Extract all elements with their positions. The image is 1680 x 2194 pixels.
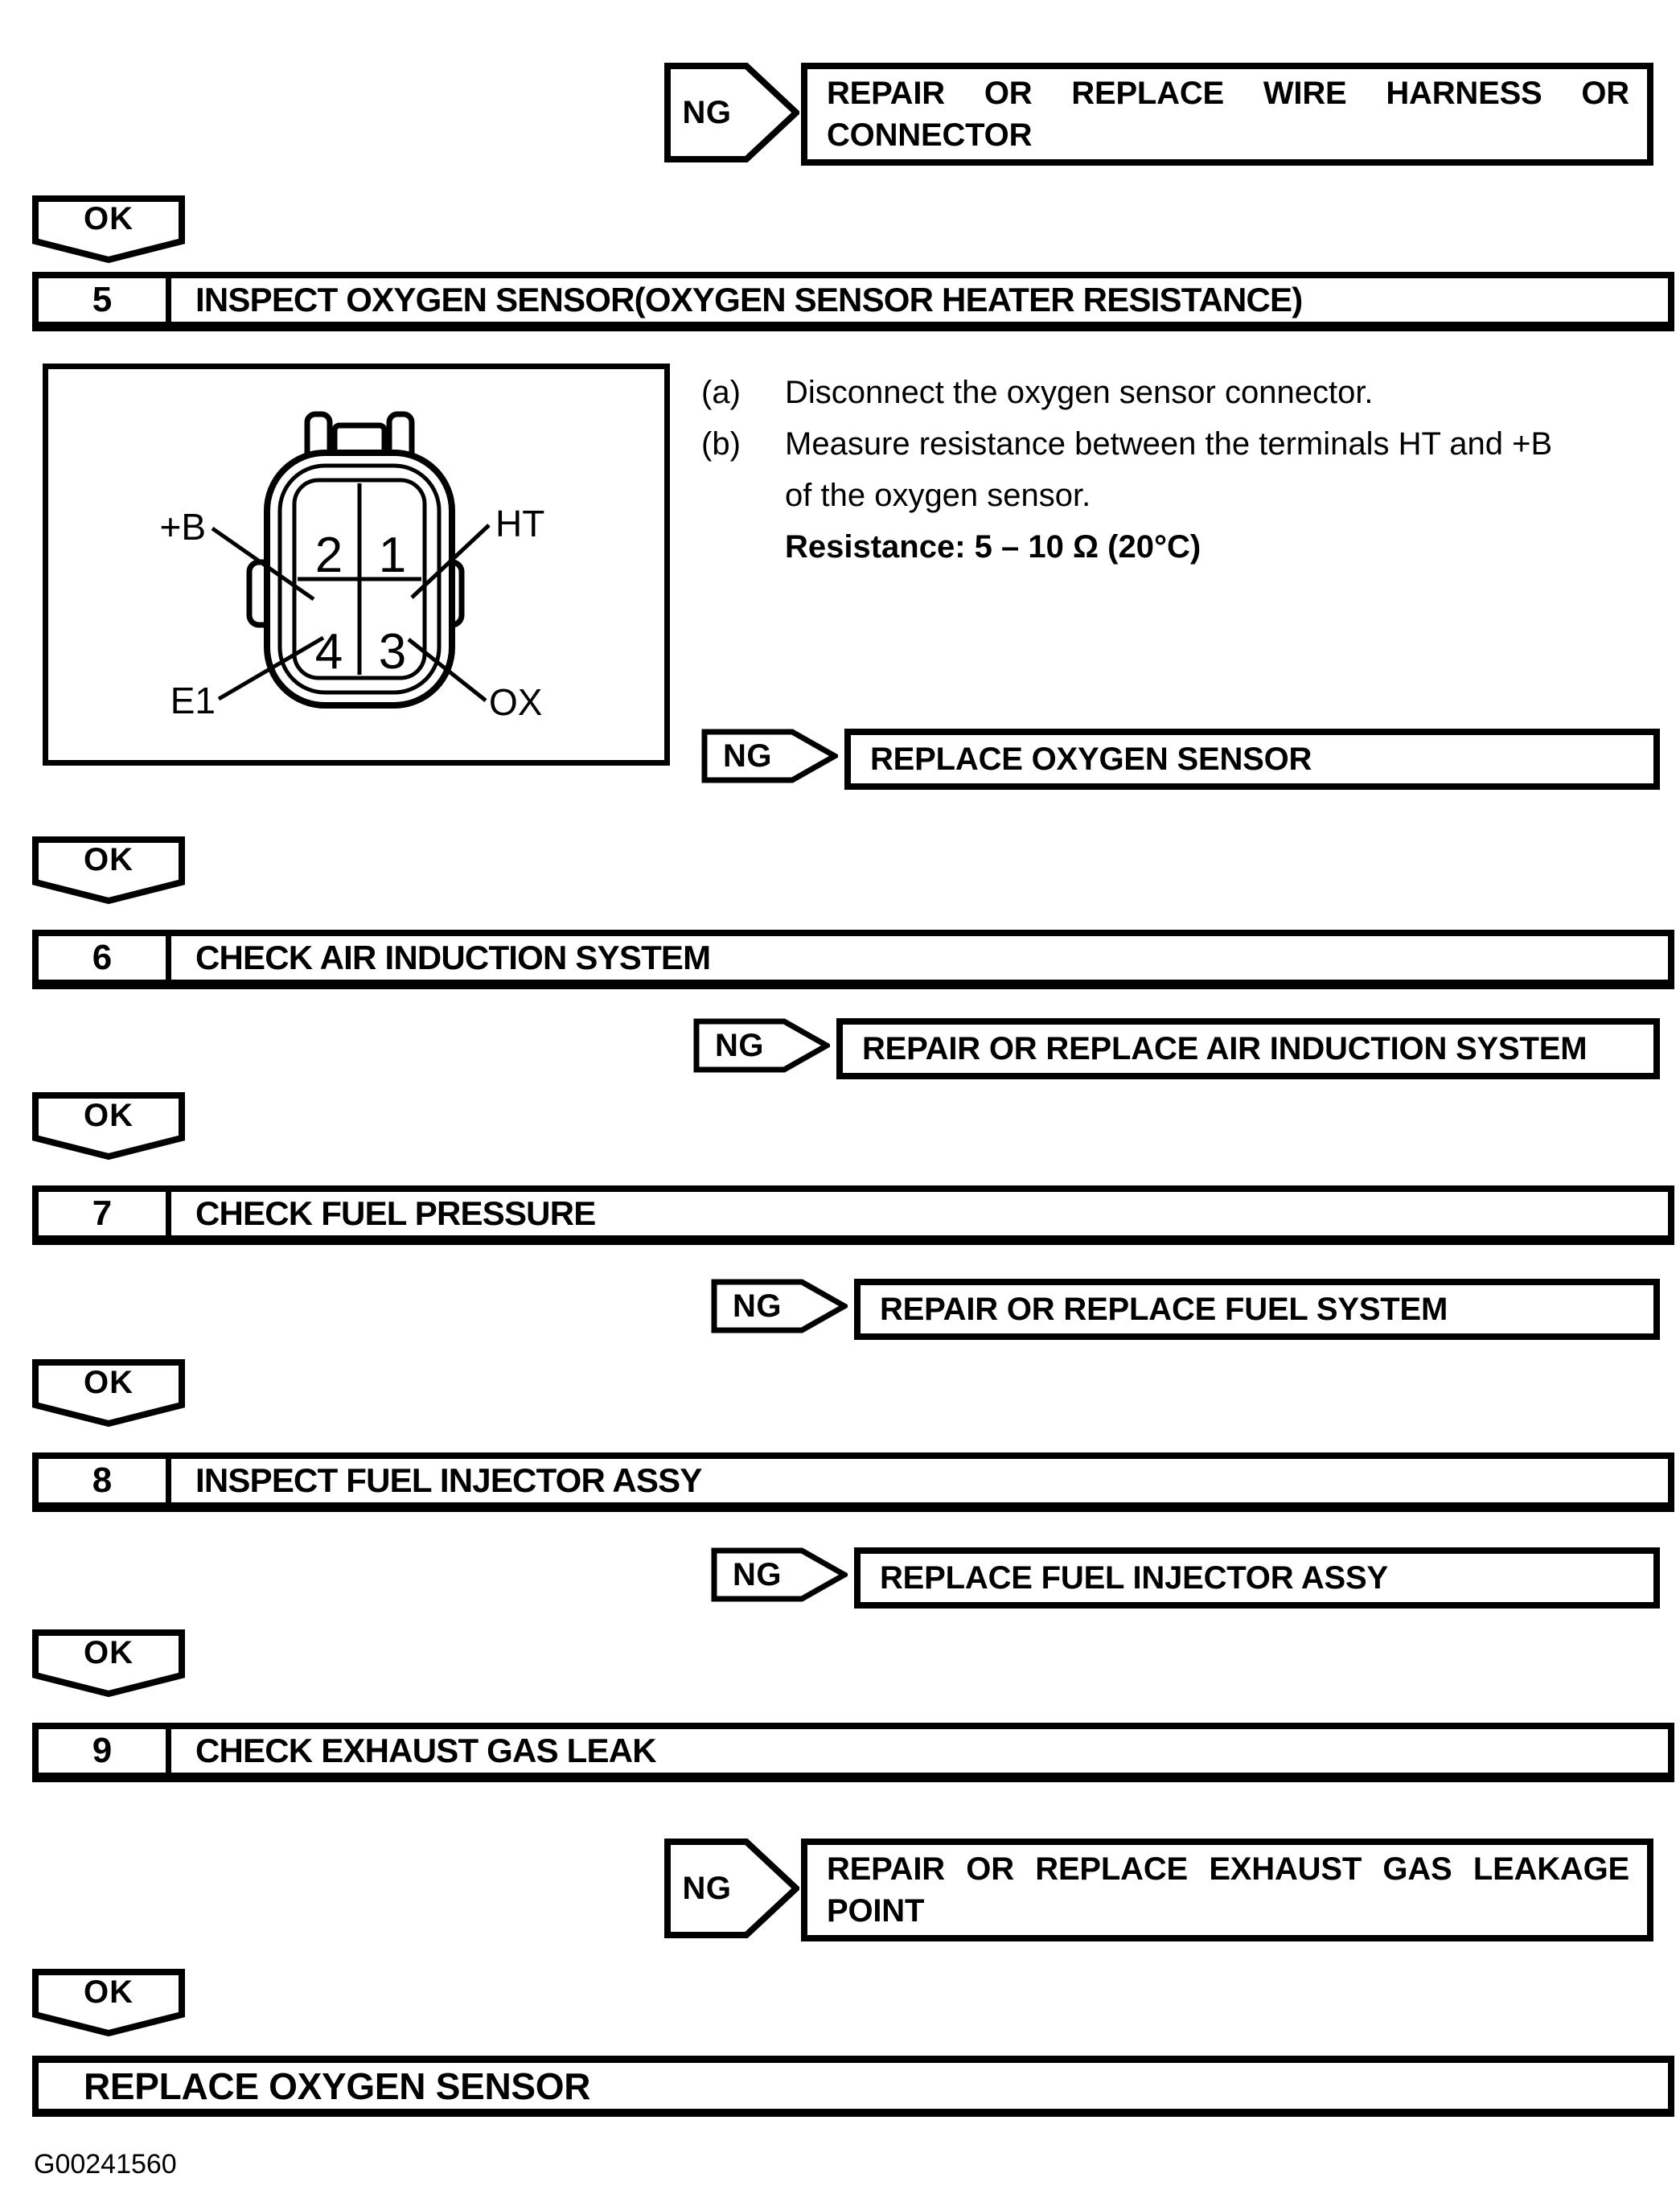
ng-result-box: REPAIR OR REPLACE FUEL SYSTEM — [854, 1279, 1660, 1340]
leader-line-ht — [410, 524, 491, 599]
ng-branch-oxygen-sensor: NG REPLACE OXYGEN SENSOR — [701, 729, 1660, 790]
instruction-label: (a) — [701, 375, 741, 410]
step-header-8: 8 INSPECT FUEL INJECTOR ASSY — [32, 1452, 1674, 1512]
ng-result-line: REPLACE OXYGEN SENSOR — [870, 742, 1312, 777]
instruction-text: Disconnect the oxygen sensor connector. — [785, 375, 1374, 410]
ng-pentagon-icon — [711, 1279, 848, 1333]
ok-banner-icon — [32, 195, 185, 263]
step-number: 7 — [39, 1192, 171, 1235]
ng-result-line: REPAIR OR REPLACE WIRE HARNESS OR — [827, 76, 1629, 111]
ng-label: NG — [682, 94, 732, 130]
leader-line-plus-b — [211, 526, 315, 602]
step-header-7: 7 CHECK FUEL PRESSURE — [32, 1185, 1674, 1245]
pin-number-4: 4 — [315, 624, 343, 680]
ng-label: NG — [733, 1288, 782, 1324]
ng-label: NG — [733, 1556, 782, 1592]
step-title: CHECK FUEL PRESSURE — [195, 1194, 596, 1232]
step-title: CHECK AIR INDUCTION SYSTEM — [195, 939, 711, 976]
ng-result-box: REPAIR OR REPLACE EXHAUST GAS LEAKAGE PO… — [801, 1839, 1653, 1941]
step-title: INSPECT OXYGEN SENSOR(OXYGEN SENSOR HEAT… — [195, 281, 1303, 318]
ok-banner-icon — [32, 1092, 185, 1160]
ng-result-box: REPLACE OXYGEN SENSOR — [844, 729, 1660, 790]
instruction-a: (a) Disconnect the oxygen sensor connect… — [701, 367, 1658, 418]
ok-banner-icon — [32, 836, 185, 904]
ng-label: NG — [723, 737, 772, 774]
terminal-label-e1: E1 — [170, 680, 216, 721]
terminal-label-ht: HT — [495, 503, 544, 544]
ng-branch-exhaust-leak: NG REPAIR OR REPLACE EXHAUST GAS LEAKAGE… — [664, 1839, 1653, 1941]
ng-result-line: REPAIR OR REPLACE AIR INDUCTION SYSTEM — [862, 1031, 1588, 1066]
ng-branch-wire-harness: NG REPAIR OR REPLACE WIRE HARNESS OR CON… — [664, 63, 1653, 166]
instruction-b: (b) Measure resistance between the termi… — [701, 418, 1658, 521]
ng-branch-air-induction: NG REPAIR OR REPLACE AIR INDUCTION SYSTE… — [693, 1018, 1660, 1079]
ok-label: OK — [84, 1974, 133, 2010]
ng-pentagon-icon — [711, 1547, 848, 1602]
ng-pentagon-icon — [664, 1839, 799, 1938]
step-number: 5 — [39, 278, 171, 322]
ok-banner: OK — [32, 1969, 185, 2036]
leader-line-e1 — [217, 635, 325, 701]
ng-result-box: REPAIR OR REPLACE AIR INDUCTION SYSTEM — [836, 1018, 1660, 1079]
instruction-text-line: of the oxygen sensor. — [785, 478, 1091, 513]
ng-branch-fuel-system: NG REPAIR OR REPLACE FUEL SYSTEM — [711, 1279, 1660, 1340]
ng-arrow-shape: NG — [711, 1279, 848, 1333]
instruction-text: Measure resistance between the terminals… — [785, 418, 1658, 521]
resistance-spec: Resistance: 5 – 10 Ω (20°C) — [785, 529, 1201, 565]
ng-result-line: REPAIR OR REPLACE FUEL SYSTEM — [880, 1292, 1448, 1327]
ng-result-box: REPAIR OR REPLACE WIRE HARNESS OR CONNEC… — [801, 63, 1653, 166]
figure-code: G00241560 — [34, 2149, 177, 2180]
connector-figure: 2 1 4 3 +B HT E1 OX — [43, 364, 670, 766]
ok-banner: OK — [32, 1629, 185, 1697]
ng-result-box: REPLACE FUEL INJECTOR ASSY — [854, 1547, 1660, 1609]
terminal-label-ox: OX — [489, 681, 542, 723]
pin-number-2: 2 — [315, 528, 343, 583]
step-number: 6 — [39, 936, 171, 980]
ng-arrow-shape: NG — [693, 1018, 830, 1073]
oxygen-sensor-connector-diagram: 2 1 4 3 +B HT E1 OX — [159, 411, 544, 723]
step-header-5: 5 INSPECT OXYGEN SENSOR(OXYGEN SENSOR HE… — [32, 272, 1674, 331]
instruction-label: (b) — [701, 426, 741, 462]
step-number: 9 — [39, 1729, 171, 1773]
instruction-text-line: Measure resistance between the terminals… — [785, 426, 1553, 462]
pin-number-1: 1 — [379, 528, 406, 583]
ok-label: OK — [84, 1364, 133, 1400]
ng-arrow-shape: NG — [711, 1547, 848, 1602]
ok-banner: OK — [32, 836, 185, 904]
step-header-6: 6 CHECK AIR INDUCTION SYSTEM — [32, 930, 1674, 989]
ng-pentagon-icon — [701, 729, 838, 783]
step-title: CHECK EXHAUST GAS LEAK — [195, 1732, 657, 1769]
ok-banner: OK — [32, 1359, 185, 1427]
ng-label: NG — [682, 1870, 732, 1906]
ng-result-line: CONNECTOR — [827, 117, 1033, 153]
ng-arrow-shape: NG — [664, 1839, 799, 1938]
ok-banner-icon — [32, 1629, 185, 1697]
ok-banner-icon — [32, 1359, 185, 1427]
ok-label: OK — [84, 200, 133, 236]
ok-banner-icon — [32, 1969, 185, 2036]
step-title: INSPECT FUEL INJECTOR ASSY — [195, 1461, 702, 1499]
step-header-9: 9 CHECK EXHAUST GAS LEAK — [32, 1723, 1674, 1782]
ok-label: OK — [84, 1634, 133, 1670]
ok-banner: OK — [32, 1092, 185, 1160]
ng-branch-fuel-injector: NG REPLACE FUEL INJECTOR ASSY — [711, 1547, 1660, 1609]
step5-instructions: (a) Disconnect the oxygen sensor connect… — [701, 367, 1658, 573]
step-number: 8 — [39, 1459, 171, 1502]
pin-number-3: 3 — [379, 624, 406, 680]
ng-result-line: REPLACE FUEL INJECTOR ASSY — [880, 1560, 1388, 1596]
ng-label: NG — [715, 1027, 764, 1063]
ng-result-line: REPAIR OR REPLACE EXHAUST GAS LEAKAGE — [827, 1851, 1629, 1887]
ng-arrow-shape: NG — [701, 729, 838, 783]
ok-label: OK — [84, 841, 133, 877]
ok-banner: OK — [32, 195, 185, 263]
final-action-text: REPLACE OXYGEN SENSOR — [84, 2065, 591, 2107]
ng-pentagon-icon — [693, 1018, 830, 1073]
ok-label: OK — [84, 1097, 133, 1133]
terminal-label-plus-b: +B — [159, 506, 206, 548]
final-action-box: REPLACE OXYGEN SENSOR — [32, 2056, 1674, 2117]
ng-arrow-shape: NG — [664, 63, 799, 162]
ng-pentagon-icon — [664, 63, 799, 162]
ng-result-line: POINT — [827, 1893, 925, 1929]
leader-line-ox — [407, 638, 487, 702]
